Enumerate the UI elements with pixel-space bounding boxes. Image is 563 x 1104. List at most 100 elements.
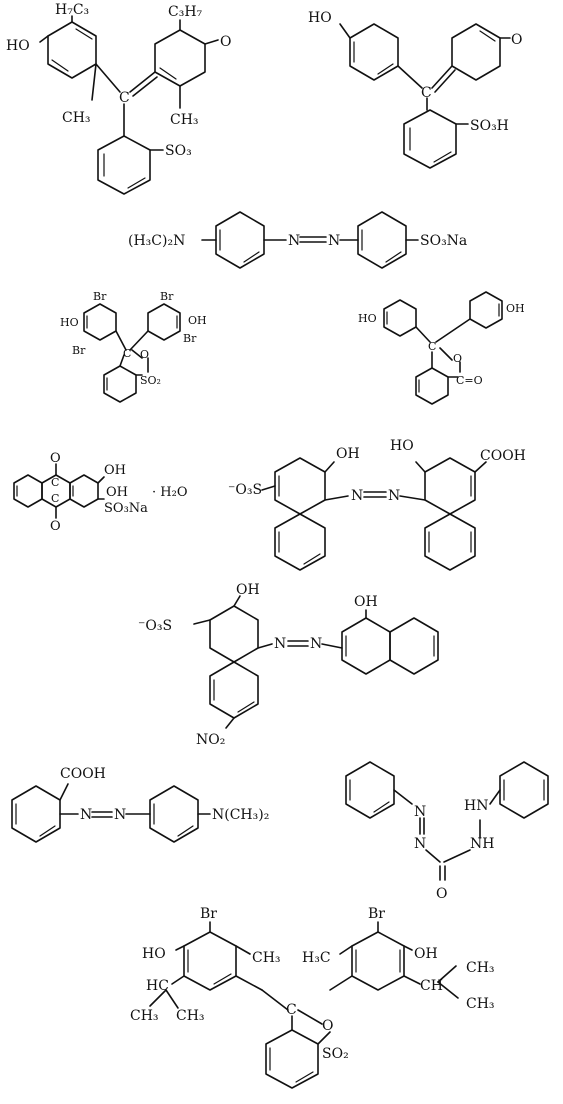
s2-label-so3h: SO₃H (470, 118, 509, 134)
s4-label-c: C (123, 347, 131, 360)
s5-ring-bottom (415, 367, 449, 405)
s6-label-so3na: SO₃Na (104, 501, 148, 516)
s11-label-ch: CH (420, 978, 443, 994)
s11-ring-bottom (265, 1029, 319, 1089)
s7-naph-right-top (424, 457, 476, 515)
s4-ring-left (83, 303, 117, 341)
s3-label-right: SO₃Na (420, 233, 467, 249)
s4-label-ho: HO (60, 316, 79, 329)
s9-ring-left (11, 785, 61, 843)
s7-label-n2: N (388, 488, 400, 504)
structure-6: O O C C OH OH SO₃Na · H₂O (13, 451, 187, 534)
s4-label-o: O (140, 348, 149, 361)
s11-label-br1: Br (200, 906, 217, 922)
s11-label-oh: OH (414, 946, 438, 962)
s11-label-hc: HC (146, 978, 169, 994)
s2-ring-left (349, 23, 399, 81)
s11-label-ch3d: CH₃ (466, 960, 495, 976)
s4-label-oh: OH (188, 314, 207, 327)
s6-label-o1: O (50, 451, 61, 466)
s1-label-c: C (119, 90, 130, 106)
s3-label-left: (H₃C)₂N (128, 233, 185, 249)
s11-label-br2: Br (368, 906, 385, 922)
s2-label-ho: HO (308, 10, 332, 26)
s2-label-c: C (421, 85, 432, 101)
s8-naph-right-b (389, 617, 439, 675)
s6-ring-c (69, 474, 99, 508)
s1-label-o: O (220, 34, 231, 50)
s8-naph-right-a (341, 617, 391, 675)
s8-label-n2: N (310, 636, 322, 652)
s11-label-ch3b: CH₃ (130, 1008, 159, 1024)
s11-label-ch3e: CH₃ (466, 996, 495, 1012)
s1-label-ch3b: CH₃ (170, 112, 199, 128)
s7-label-oh: OH (336, 446, 360, 462)
s4-label-br3: Br (72, 344, 86, 357)
s7-label-ho: HO (390, 438, 414, 454)
s9-label-n1: N (80, 807, 92, 823)
s1-ring-right (154, 29, 206, 87)
s6-label-c1: C (51, 476, 59, 489)
s4-ring-right (147, 303, 181, 341)
s10-label-o: O (436, 886, 447, 902)
structure-10: N N HN NH O (345, 761, 549, 902)
s8-naph-left-top (209, 605, 259, 663)
s8-naph-left-bottom (209, 661, 259, 719)
s9-label-cooh: COOH (60, 766, 106, 782)
structure-2: HO O C SO₃H (308, 10, 522, 169)
s4-ring-bottom (103, 365, 137, 403)
s11-label-ho: HO (142, 946, 166, 962)
s1-ring-bottom (97, 135, 151, 195)
s2-ring-right (451, 23, 501, 81)
s6-label-h2o: · H₂O (152, 485, 187, 500)
s10-ring-left (345, 761, 395, 819)
s7-label-so3: ⁻O₃S (228, 482, 262, 498)
s1-ring-left (47, 21, 97, 79)
s11-ring-right (351, 931, 405, 991)
s10-label-hn: HN (464, 798, 488, 814)
s3-ring-right (357, 211, 407, 269)
s8-label-oh: OH (236, 582, 260, 598)
s11-label-o: O (322, 1018, 333, 1034)
s5-label-oh: OH (506, 302, 525, 315)
s7-label-cooh: COOH (480, 448, 526, 464)
structure-11: Br Br HO CH₃ H₃C OH HC CH CH₃ CH₃ CH₃ CH… (130, 906, 495, 1089)
s4-label-br4: Br (183, 332, 197, 345)
s5-label-o: O (453, 352, 462, 365)
s6-label-oh2: OH (106, 485, 128, 500)
s7-label-n1: N (351, 488, 363, 504)
structure-3: (H₃C)₂N N N SO₃Na (128, 211, 467, 269)
structure-4: Br Br Br Br HO OH C O SO₂ (60, 290, 207, 403)
s9-label-nme2: N(CH₃)₂ (212, 807, 269, 823)
s8-label-no2: NO₂ (196, 732, 225, 748)
s1-label-so3: SO₃ (165, 143, 192, 159)
s8-label-oh2: OH (354, 594, 378, 610)
s7-naph-right-bottom (424, 513, 476, 571)
s1-label-ch3: CH₃ (62, 110, 91, 126)
s11-label-ch3a: CH₃ (252, 950, 281, 966)
s11-ring-left (183, 931, 237, 991)
s7-naph-left-top (274, 457, 326, 515)
s10-label-n2: N (414, 836, 426, 852)
structure-7: ⁻O₃S OH HO COOH N N (228, 438, 526, 571)
s1-label-c3h7: C₃H₇ (168, 4, 203, 20)
s5-label-ho: HO (358, 312, 377, 325)
s2-ring-bottom (403, 109, 457, 169)
structure-9: COOH N N N(CH₃)₂ (11, 766, 269, 843)
s6-label-o2: O (50, 519, 61, 534)
s10-ring-right (499, 761, 549, 819)
s6-label-c2: C (51, 492, 59, 505)
structure-5: HO OH C O C=O (358, 291, 525, 405)
s5-ring-right (469, 291, 503, 329)
s3-label-n1: N (288, 233, 300, 249)
s8-label-n1: N (274, 636, 286, 652)
structure-1: H₇C₃ HO CH₃ C C₃H₇ O CH₃ SO₃ (6, 2, 231, 195)
structure-8: ⁻O₃S OH OH N N NO₂ (138, 582, 439, 748)
s2-label-o: O (511, 32, 522, 48)
s8-label-so3: ⁻O₃S (138, 618, 172, 634)
s10-label-n1: N (414, 804, 426, 820)
s5-label-co: C=O (456, 374, 483, 387)
s11-label-c: C (286, 1002, 297, 1018)
s11-label-h3c: H₃C (302, 950, 331, 966)
s4-label-br1: Br (93, 290, 107, 303)
